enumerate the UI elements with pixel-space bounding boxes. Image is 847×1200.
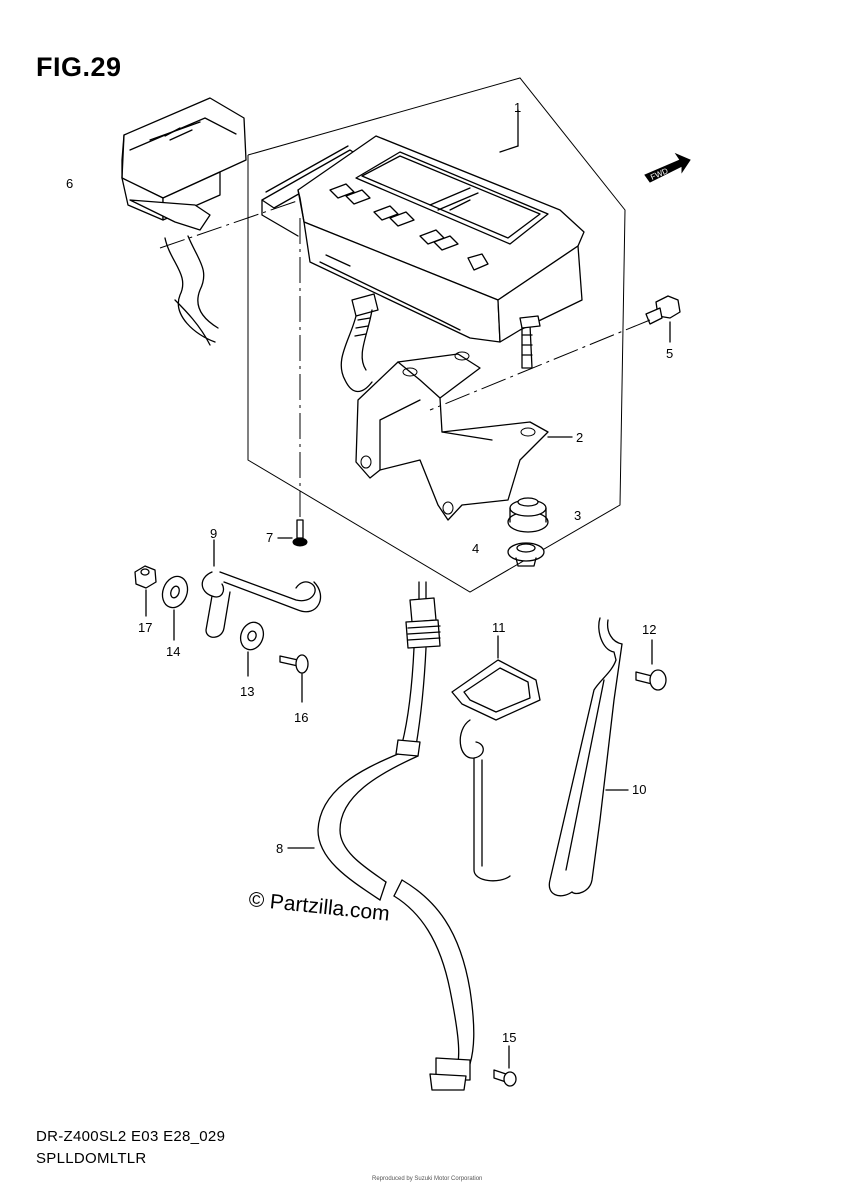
callout-4: 4 [472, 541, 480, 556]
callout-17: 17 [138, 620, 153, 635]
callout-6: 6 [66, 176, 74, 191]
callout-8: 8 [276, 841, 284, 856]
part-17-nut [134, 565, 157, 617]
part-2-bracket [355, 351, 573, 521]
callout-3: 3 [574, 508, 582, 523]
part-3-grommet [507, 497, 549, 533]
part-12-bolt [635, 639, 667, 691]
callout-11: 11 [492, 620, 506, 635]
fwd-arrow-icon: FWD [644, 152, 691, 183]
part-15-screw [493, 1045, 517, 1087]
footer-section-name: SPLLDOMLTLR [36, 1150, 147, 1167]
part-6-meter-module [121, 97, 301, 346]
callout-7: 7 [266, 530, 274, 545]
callout-1: 1 [514, 100, 522, 115]
callout-14: 14 [166, 644, 181, 659]
part-4-collar [507, 542, 545, 567]
callout-13: 13 [240, 684, 255, 699]
callout-12: 12 [642, 622, 657, 637]
part-11-wire-guide [451, 635, 541, 882]
part-1-speedometer-assembly [261, 109, 585, 393]
part-5-bolt [429, 295, 681, 411]
part-10-band [548, 617, 629, 897]
part-14-washer [161, 575, 189, 641]
assembly-boundary [247, 77, 626, 593]
callout-5: 5 [666, 346, 674, 361]
copyright-note: Reproduced by Suzuki Motor Corporation [372, 1176, 483, 1182]
part-9-clip [201, 539, 322, 638]
callout-10: 10 [632, 782, 647, 797]
part-8-speedometer-cable [287, 581, 475, 1091]
callout-9: 9 [210, 526, 218, 541]
part-16-screw [279, 654, 309, 703]
callout-2: 2 [576, 430, 584, 445]
footer-model-code: DR-Z400SL2 E03 E28_029 [36, 1128, 226, 1145]
figure-title: FIG.29 [36, 52, 122, 82]
part-13-washer [239, 621, 265, 677]
callout-16: 16 [294, 710, 309, 725]
part-7-screw [277, 218, 308, 547]
callout-15: 15 [502, 1030, 517, 1045]
fwd-label: FWD [649, 166, 670, 182]
